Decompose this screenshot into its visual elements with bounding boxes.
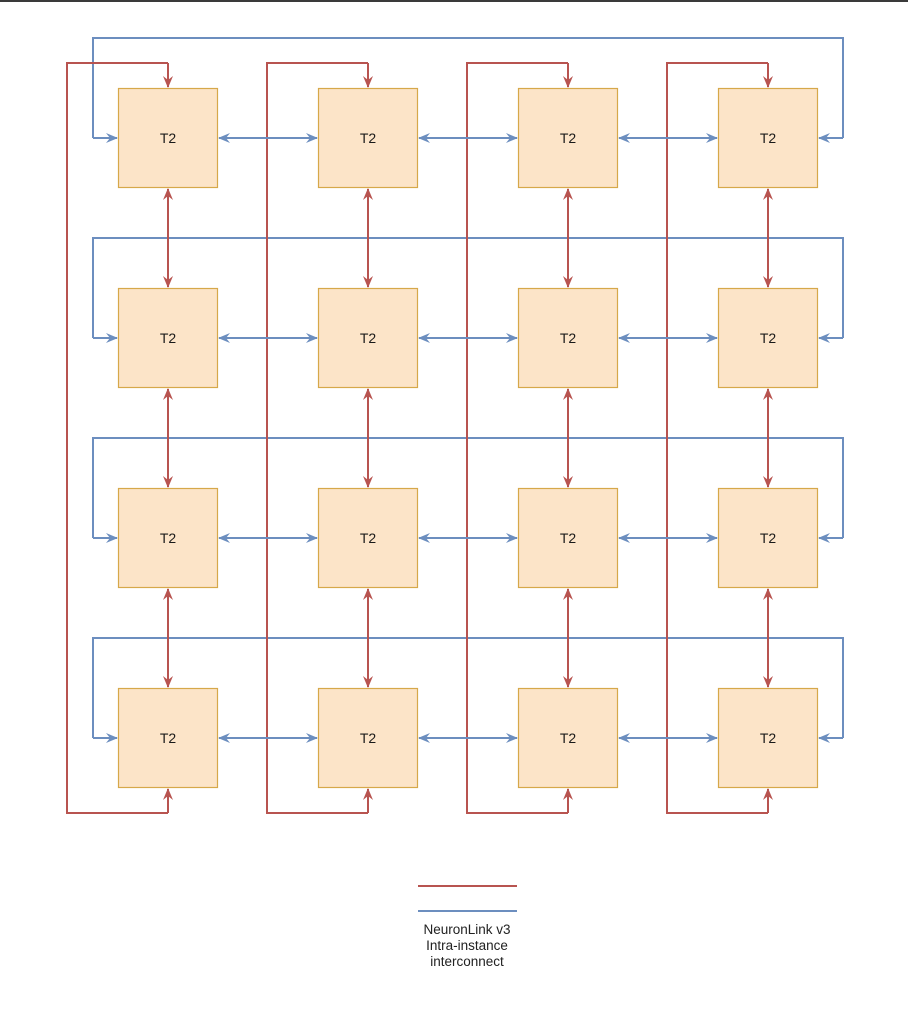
node-t2: T2: [117, 287, 219, 389]
node-t2: T2: [717, 487, 819, 589]
node-t2: T2: [517, 687, 619, 789]
node-t2: T2: [717, 287, 819, 389]
node-box: [117, 487, 219, 589]
node-box: [117, 687, 219, 789]
node-box: [717, 487, 819, 589]
node-box: [717, 87, 819, 189]
legend: [418, 885, 517, 912]
node-label: T2: [160, 730, 177, 746]
node-t2: T2: [317, 487, 419, 589]
node-label: T2: [360, 130, 377, 146]
node-label: T2: [560, 530, 577, 546]
legend-line-1: NeuronLink v3: [423, 922, 511, 937]
node-t2: T2: [117, 87, 219, 189]
node-box: [517, 287, 619, 389]
node-label: T2: [560, 730, 577, 746]
node-box: [117, 287, 219, 389]
column-wrap-line: [466, 62, 568, 814]
node-t2: T2: [717, 687, 819, 789]
horizontal-links: [218, 133, 718, 743]
node-label: T2: [160, 130, 177, 146]
column-wrap-line: [666, 62, 768, 814]
column-wrap-line: [66, 62, 168, 814]
node-label: T2: [360, 530, 377, 546]
node-t2: T2: [517, 487, 619, 589]
node-box: [517, 487, 619, 589]
node-label: T2: [160, 530, 177, 546]
top-border: [0, 0, 908, 2]
legend-label: NeuronLink v3 Intra-instance interconnec…: [367, 922, 567, 970]
node-t2: T2: [117, 487, 219, 589]
legend-line-3: interconnect: [430, 954, 504, 969]
node-t2: T2: [717, 87, 819, 189]
node-t2: T2: [317, 287, 419, 389]
node-label: T2: [160, 330, 177, 346]
row-wrap-line: [92, 37, 844, 138]
node-label: T2: [560, 130, 577, 146]
node-box: [317, 87, 419, 189]
node-box: [517, 87, 619, 189]
node-box: [717, 287, 819, 389]
node-label: T2: [760, 330, 777, 346]
node-t2: T2: [317, 687, 419, 789]
node-label: T2: [560, 330, 577, 346]
node-label: T2: [760, 130, 777, 146]
node-label: T2: [760, 530, 777, 546]
node-label: T2: [360, 730, 377, 746]
node-box: [317, 287, 419, 389]
column-wrap-links: [66, 62, 773, 814]
node-box: [317, 687, 419, 789]
column-wrap-line: [266, 62, 368, 814]
vertical-links: [163, 188, 773, 688]
legend-line-2: Intra-instance: [426, 938, 508, 953]
node-t2: T2: [317, 87, 419, 189]
node-box: [717, 687, 819, 789]
node-box: [117, 87, 219, 189]
node-label: T2: [360, 330, 377, 346]
node-t2: T2: [517, 287, 619, 389]
node-box: [317, 487, 419, 589]
node-box: [517, 687, 619, 789]
node-t2: T2: [517, 87, 619, 189]
node-t2: T2: [117, 687, 219, 789]
node-label: T2: [760, 730, 777, 746]
